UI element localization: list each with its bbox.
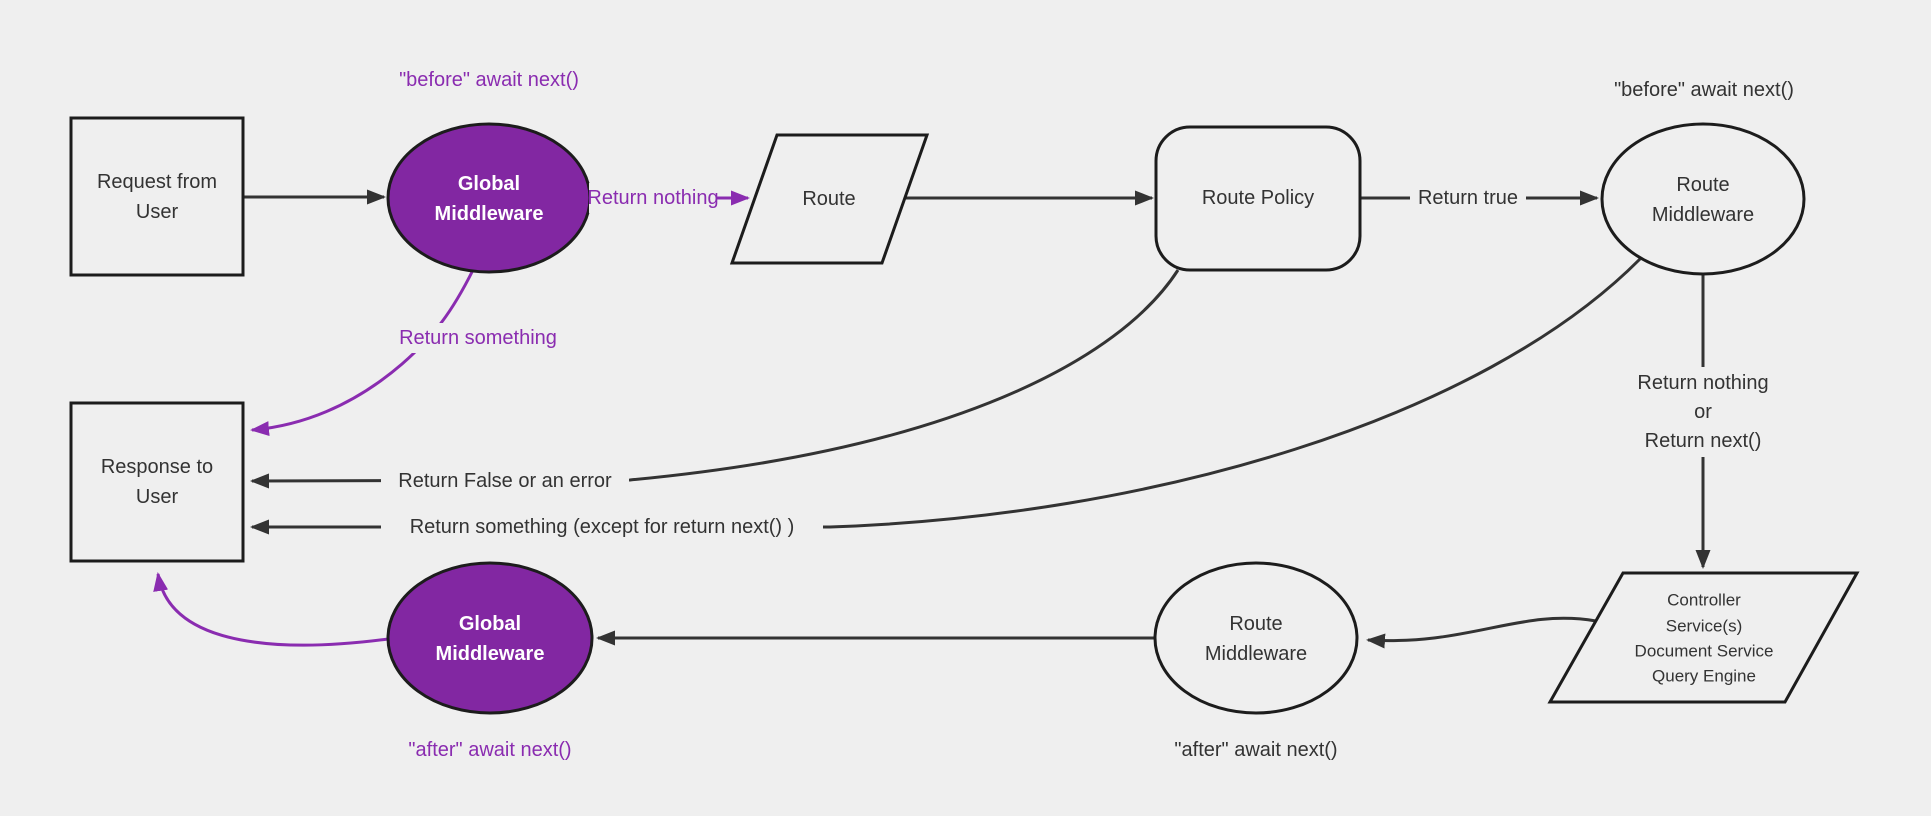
label-return-something: Return something: [386, 323, 570, 353]
label-return-something-except: Return something (except for return next…: [381, 512, 823, 542]
label-return-true-bg: [1410, 183, 1526, 213]
label-return-nothing-or-next-bg: [1626, 367, 1780, 457]
label-return-something-except-bg: [381, 512, 823, 542]
label-return-nothing-or-next-line2: or: [1694, 401, 1712, 423]
label-return-nothing-text: Return nothing: [587, 187, 718, 209]
node-route-middleware-top: Route Middleware: [1600, 122, 1806, 276]
route-middleware-top-label-line1: Route: [1676, 174, 1729, 196]
request-box: [69, 116, 245, 277]
route-parallelogram: [729, 133, 930, 265]
node-global-middleware-top: Global Middleware: [386, 122, 592, 274]
global-middleware-bottom-label-line2: Middleware: [436, 643, 545, 665]
label-return-something-text: Return something: [399, 327, 557, 349]
label-return-something-bg: [386, 323, 570, 353]
controller-label-line3: Document Service: [1635, 642, 1774, 661]
global-middleware-bottom-label-line1: Global: [459, 613, 521, 635]
route-middleware-top-ellipse: [1600, 122, 1806, 276]
label-before-await-next-global: "before" await next(): [399, 69, 579, 91]
response-box: [69, 401, 245, 563]
label-return-false-or-error-bg: [381, 466, 629, 496]
label-return-nothing-or-next: Return nothing or Return next(): [1626, 367, 1780, 457]
node-global-middleware-bottom: Global Middleware: [386, 561, 594, 715]
label-return-nothing-or-next-line3: Return next(): [1645, 430, 1762, 452]
request-label-line1: Request from: [97, 171, 217, 193]
edge-route-middleware-return-something-to-response: [250, 257, 1642, 535]
global-middleware-top-label-line1: Global: [458, 173, 520, 195]
response-label-line2: User: [136, 486, 179, 508]
route-policy-box: [1154, 125, 1362, 272]
node-request: Request from User: [69, 116, 245, 277]
route-middleware-bottom-label-line1: Route: [1229, 613, 1282, 635]
label-before-await-next-route: "before" await next(): [1614, 79, 1794, 101]
global-middleware-top-label-line2: Middleware: [435, 203, 544, 225]
route-middleware-bottom-label-line2: Middleware: [1205, 643, 1307, 665]
controller-label-line2: Service(s): [1666, 617, 1743, 636]
node-response: Response to User: [69, 401, 245, 563]
node-route-middleware-bottom: Route Middleware: [1153, 561, 1359, 715]
global-middleware-bottom-ellipse: [386, 561, 594, 715]
route-middleware-bottom-ellipse: [1153, 561, 1359, 715]
label-return-true-text: Return true: [1418, 187, 1518, 209]
label-return-true: Return true: [1410, 183, 1526, 213]
edge-global-middleware-return-something-to-response: [250, 269, 475, 437]
edge-controller-to-route-middleware-bottom: [1366, 616, 1597, 649]
node-route: Route: [729, 133, 930, 265]
edge-global-middleware-bottom-to-response: [153, 572, 389, 647]
label-after-await-next-route: "after" await next(): [1174, 739, 1337, 761]
controller-parallelogram: [1547, 571, 1860, 704]
label-after-await-next-global: "after" await next(): [408, 739, 571, 761]
controller-label-line1: Controller: [1667, 591, 1741, 610]
route-middleware-top-label-line2: Middleware: [1652, 204, 1754, 226]
global-middleware-top-ellipse: [386, 122, 592, 274]
label-return-nothing: Return nothing: [587, 183, 719, 213]
node-controller: Controller Service(s) Document Service Q…: [1547, 571, 1860, 704]
route-policy-label: Route Policy: [1202, 187, 1314, 209]
label-return-false-or-error: Return False or an error: [381, 466, 629, 496]
controller-label-line4: Query Engine: [1652, 667, 1756, 686]
route-label: Route: [802, 188, 855, 210]
request-label-line2: User: [136, 201, 179, 223]
label-return-something-except-text: Return something (except for return next…: [410, 516, 795, 538]
response-label-line1: Response to: [101, 456, 213, 478]
label-return-nothing-or-next-line1: Return nothing: [1637, 372, 1768, 394]
node-route-policy: Route Policy: [1154, 125, 1362, 272]
edge-route-policy-return-false-to-response: [250, 269, 1180, 489]
label-return-false-or-error-text: Return False or an error: [398, 470, 612, 492]
label-return-nothing-bg: [589, 183, 717, 213]
